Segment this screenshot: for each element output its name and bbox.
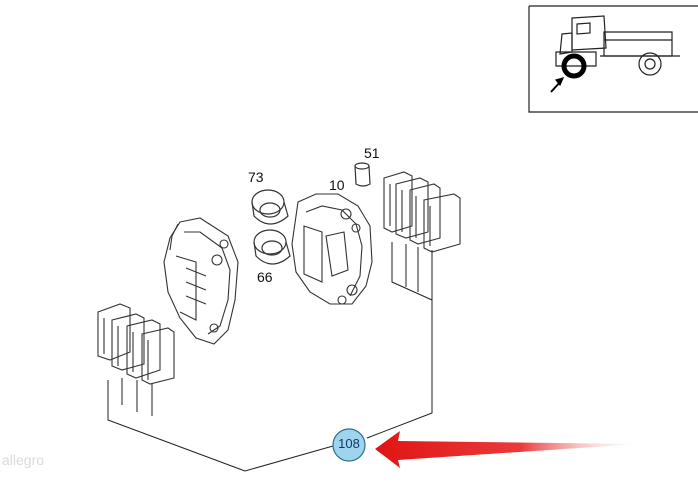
label-51: 51	[364, 145, 380, 161]
brake-caliper-left	[163, 217, 239, 345]
piston-66	[253, 229, 291, 265]
callout-number[interactable]: 108	[338, 436, 360, 451]
label-10: 10	[329, 177, 345, 193]
inset-frame	[528, 5, 698, 113]
leader-lines	[107, 242, 433, 472]
brake-pad-set-right	[383, 171, 461, 253]
truck-icon	[555, 15, 680, 76]
brake-caliper-right	[291, 193, 373, 305]
callout-circle	[332, 428, 366, 462]
seal-sleeve-part	[354, 162, 371, 187]
watermark: allegro	[2, 452, 45, 468]
label-73: 73	[248, 169, 264, 185]
label-66: 66	[257, 269, 273, 285]
brake-pad-set-left	[97, 303, 175, 385]
piston-73	[251, 189, 289, 225]
vehicle-locator-inset	[528, 5, 698, 113]
red-pointer-arrow-icon	[375, 431, 640, 468]
highlighted-wheel-icon	[561, 53, 587, 79]
